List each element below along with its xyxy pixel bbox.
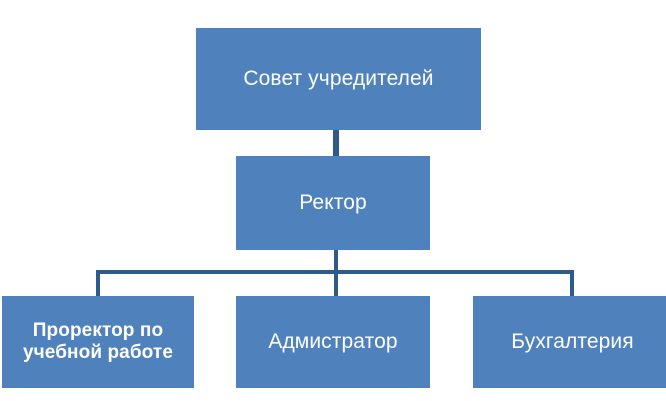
connector-stub-accounting — [570, 270, 574, 296]
org-node-accounting-label: Бухгалтерия — [511, 329, 634, 353]
org-node-administrator[interactable]: Адмистратор — [236, 296, 430, 388]
org-node-vice-rector-label: Проректор по учебной работе — [22, 319, 173, 363]
org-node-accounting[interactable]: Бухгалтерия — [473, 296, 666, 388]
org-node-council[interactable]: Совет учредителей — [196, 28, 481, 130]
org-node-vice-rector[interactable]: Проректор по учебной работе — [2, 296, 194, 388]
connector-horizontal-bus — [96, 270, 574, 274]
org-node-administrator-label: Адмистратор — [268, 329, 398, 353]
org-node-rector-label: Ректор — [299, 190, 367, 214]
org-node-rector[interactable]: Ректор — [236, 156, 430, 250]
org-node-council-label: Совет учредителей — [243, 66, 434, 90]
connector-council-to-rector — [333, 130, 339, 157]
connector-stub-vice-rector — [96, 270, 100, 296]
